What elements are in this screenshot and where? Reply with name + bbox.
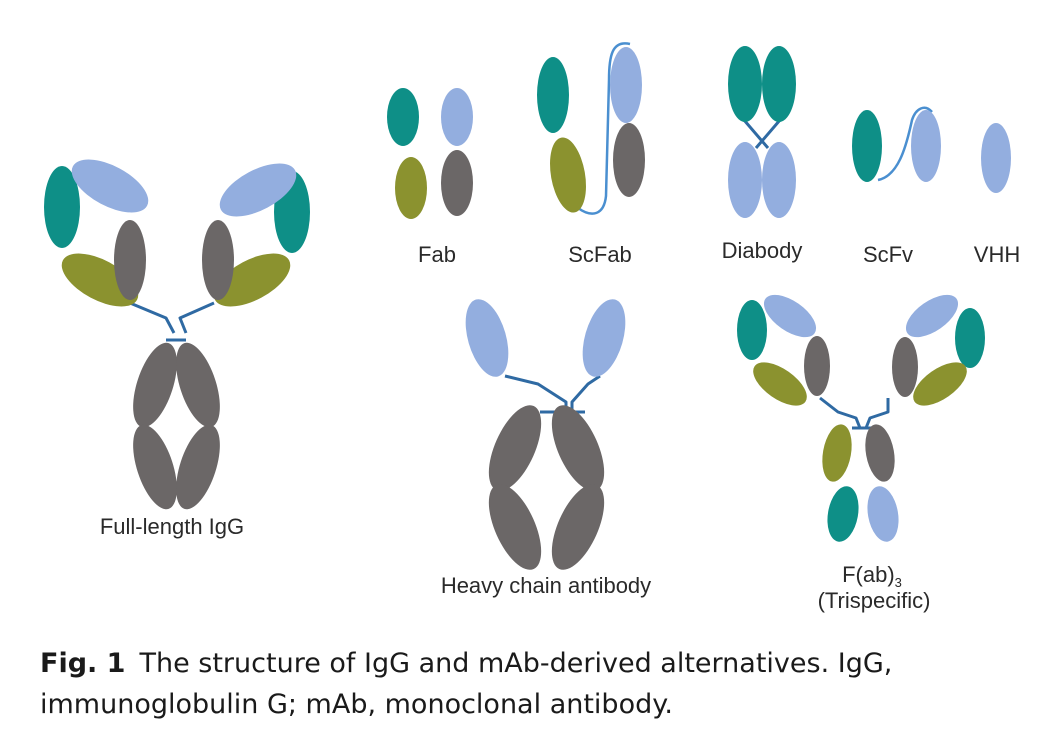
fab3-label: F(ab)3 xyxy=(842,562,902,590)
vhh-domain xyxy=(981,123,1011,193)
scfab-label: ScFab xyxy=(568,242,632,267)
cl-domain xyxy=(550,137,586,213)
scfab-structure xyxy=(537,42,645,215)
ch2-domain xyxy=(488,405,542,491)
diabody-label: Diabody xyxy=(722,238,803,263)
vhh-domain xyxy=(582,299,626,377)
ch2-domain xyxy=(176,342,220,428)
vh-domain xyxy=(610,47,642,123)
fab3-label-subscript: 3 xyxy=(895,575,902,590)
vh-domain xyxy=(905,294,959,338)
full-length-igg-structure xyxy=(44,159,310,510)
fab3-trispecific-structure xyxy=(737,294,985,542)
vl-domain xyxy=(44,166,80,248)
fab-label: Fab xyxy=(418,242,456,267)
ch1-domain xyxy=(114,220,146,300)
cl-domain xyxy=(822,424,852,482)
caption-text: The structure of IgG and mAb-derived alt… xyxy=(40,648,893,720)
diabody-structure xyxy=(728,46,796,218)
fab3-note-label: (Trispecific) xyxy=(818,588,931,613)
vh-domain xyxy=(219,163,297,217)
cl-domain xyxy=(753,362,807,406)
ch2-domain xyxy=(551,405,605,491)
cl-domain xyxy=(395,157,427,219)
full-igg-label: Full-length IgG xyxy=(100,514,244,539)
vl-domain xyxy=(827,486,859,542)
vhh-domain xyxy=(465,299,509,377)
vl-domain xyxy=(955,308,985,368)
ch2-domain xyxy=(133,342,177,428)
scfv-structure xyxy=(852,106,941,182)
hinge-linker xyxy=(129,301,215,342)
cl-domain xyxy=(61,253,139,307)
ch3-domain xyxy=(176,424,220,510)
fab3-label-main: F(ab) xyxy=(842,562,895,587)
ch3-domain xyxy=(133,424,177,510)
ch1-domain xyxy=(865,424,895,482)
vl-domain xyxy=(852,110,882,182)
vh-domain xyxy=(71,159,149,213)
fab-structure xyxy=(387,88,473,219)
figure-number: Fig. 1 xyxy=(40,648,126,679)
ch3-domain xyxy=(551,484,605,570)
vh-domain xyxy=(911,110,941,182)
heavy-chain-antibody-label: Heavy chain antibody xyxy=(441,573,651,598)
scfab-linker xyxy=(577,42,631,215)
scfv-label: ScFv xyxy=(863,242,913,267)
vh-domain xyxy=(762,142,796,218)
heavy-chain-antibody-structure xyxy=(465,299,626,570)
ch1-domain xyxy=(804,336,830,396)
hinge-linker xyxy=(819,396,890,430)
diabody-linker xyxy=(742,119,782,149)
vl-domain xyxy=(537,57,569,133)
vl-domain xyxy=(762,46,796,122)
ch1-domain xyxy=(613,123,645,197)
vh-domain xyxy=(441,88,473,146)
ch1-domain xyxy=(892,337,918,397)
vh-domain xyxy=(867,486,899,542)
hinge-linker xyxy=(504,374,601,414)
antibody-structures-diagram: Full-length IgG Fab ScFab Diabody ScFv V… xyxy=(44,42,1020,613)
vl-domain xyxy=(737,300,767,360)
ch1-domain xyxy=(441,150,473,216)
vh-domain xyxy=(763,294,817,338)
vh-domain xyxy=(728,142,762,218)
vl-domain xyxy=(387,88,419,146)
vl-domain xyxy=(728,46,762,122)
cl-domain xyxy=(213,253,291,307)
vhh-label: VHH xyxy=(974,242,1020,267)
ch1-domain xyxy=(202,220,234,300)
ch3-domain xyxy=(488,484,542,570)
cl-domain xyxy=(913,362,967,406)
scfv-linker xyxy=(877,106,933,182)
